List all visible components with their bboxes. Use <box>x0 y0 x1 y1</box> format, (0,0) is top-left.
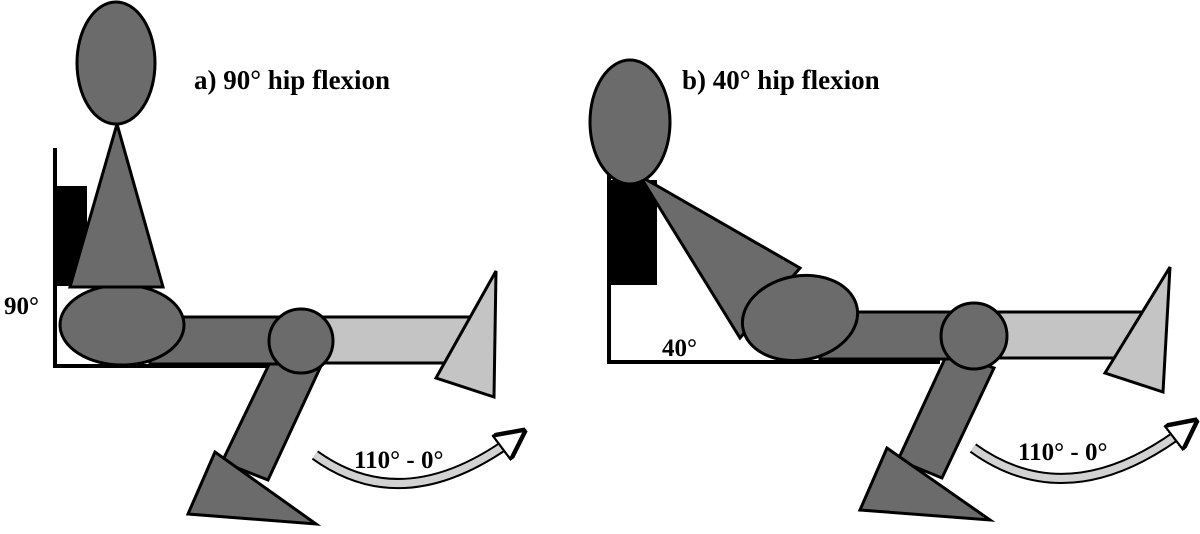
panel-a-title: a) 90° hip flexion <box>194 65 391 95</box>
knee-range-arrow-fill <box>312 437 516 488</box>
head <box>75 0 157 126</box>
pelvis <box>740 273 860 363</box>
foot <box>857 445 996 522</box>
pelvis <box>58 283 186 367</box>
head <box>588 58 672 186</box>
panel-a-knee-range-label: 110° - 0° <box>354 447 444 474</box>
backrest-pad <box>611 180 657 285</box>
panel-b-title: b) 40° hip flexion <box>682 65 880 95</box>
panel-b-hip-angle-label: 40° <box>662 335 697 362</box>
panel-b-knee-range-label: 110° - 0° <box>1018 439 1108 466</box>
knee-joint <box>267 307 335 375</box>
panel-a-hip-angle-label: 90° <box>4 293 39 320</box>
panel-b <box>588 58 1188 522</box>
panel-a <box>53 0 516 526</box>
dynamometer-pad <box>1102 266 1172 395</box>
dynamometer-pad <box>433 270 498 400</box>
torso <box>68 118 165 289</box>
foot <box>185 449 322 526</box>
seat-frame <box>53 148 268 368</box>
knee-range-arrow-fill <box>970 427 1188 482</box>
seat-frame <box>607 175 940 364</box>
knee-joint <box>939 301 1009 371</box>
